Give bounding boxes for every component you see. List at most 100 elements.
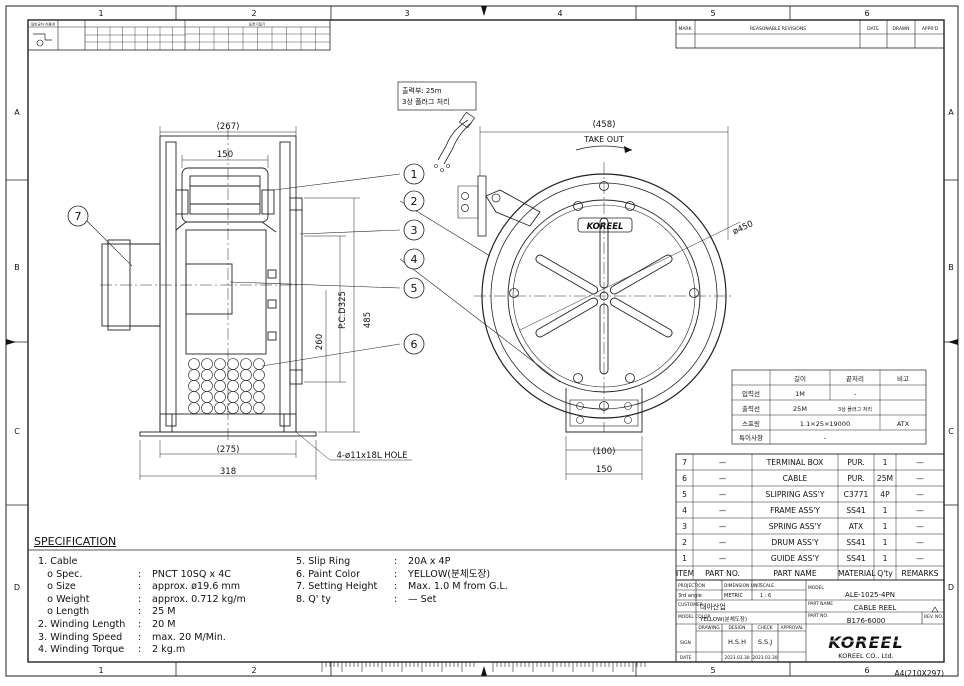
customer-label: CUSTOMER <box>678 602 703 608</box>
cable-row-input: 입력선 <box>742 389 760 398</box>
ruler-ticks <box>321 662 646 672</box>
spec-value: 20 M <box>152 619 176 630</box>
parts-cell-part_no: — <box>718 458 727 467</box>
projection-symbol-icon <box>33 33 52 41</box>
cable-turn <box>188 402 200 414</box>
parts-header-qty: Q'ty <box>877 569 893 578</box>
spec-colon: : <box>138 606 142 618</box>
rev-no-label: REV. NO. <box>924 614 943 620</box>
cable-turn <box>227 369 239 381</box>
cable-turn <box>188 358 200 370</box>
dim-318: 318 <box>220 467 236 477</box>
cable-turn <box>201 369 213 381</box>
parts-cell-part_no: — <box>718 538 727 547</box>
callout-circle <box>403 219 425 241</box>
model-color-label: MODEL COLOR <box>678 614 711 620</box>
zone-ticks <box>6 6 958 676</box>
callout-circle <box>67 205 89 227</box>
center-mark-top-icon <box>481 6 487 16</box>
spec-label: 6. Paint Color <box>296 568 361 580</box>
part-no-value: B176-6000 <box>847 617 886 625</box>
parts-cell-remarks: — <box>916 522 924 531</box>
spec-label: o Length <box>38 606 90 618</box>
note-line-2: 3상 플러그 처리 <box>402 97 450 106</box>
cable-turn <box>201 358 213 370</box>
parts-header-material: MATERIAL <box>838 569 876 578</box>
general-tolerance-label: 일반공차 허용치 <box>31 22 55 27</box>
parts-cell-part_no: — <box>718 522 727 531</box>
parts-header-part-name: PART NAME <box>773 569 817 578</box>
spec-colon: : <box>394 593 398 605</box>
spec-value: 20A x 4P <box>408 556 451 567</box>
parts-cell-name: GUIDE ASS'Y <box>770 554 820 563</box>
note-line-1: 출력부: 25m <box>402 86 442 95</box>
cable-turn <box>188 369 200 381</box>
take-out-arrow-icon <box>624 146 632 153</box>
cable-coil <box>188 358 265 414</box>
cable-table: 길이 끝처리 비고 입력선 1M - 출력선 25M 3상 플러그 처리 스프링… <box>731 369 927 445</box>
cable-input-length: 1M <box>795 390 805 398</box>
cable-header-end: 끝처리 <box>846 374 864 383</box>
cable-header-note: 비고 <box>897 374 909 383</box>
mount-bolt <box>625 201 635 211</box>
parts-cell-part_no: — <box>718 554 727 563</box>
model-label: MODEL <box>808 585 824 591</box>
company-logo-text: KOREEL <box>828 633 903 652</box>
cable-turn <box>227 402 239 414</box>
zone-row-c-right: C <box>948 427 954 436</box>
spec-label: 3. Winding Speed <box>38 631 123 643</box>
spec-colon: : <box>394 556 398 567</box>
mount-bolt <box>509 288 519 298</box>
scale-value: 1 : 6 <box>760 593 771 599</box>
projection-label: PROJECTION <box>678 583 705 589</box>
spec-value: approx. ø19.6 mm <box>152 581 241 593</box>
spec-value: YELLOW(분체도장) <box>408 568 491 580</box>
mount-bolt <box>689 288 699 298</box>
dim-hole: 4-ø11x18L HOLE <box>337 451 408 461</box>
cable-turn <box>214 402 226 414</box>
parts-cell-item: 6 <box>682 474 687 483</box>
cable-turn <box>253 369 265 381</box>
drum-dimension-labels: (458) TAKE OUT ø450 (100) 150 <box>583 120 755 475</box>
parts-cell-part_no: — <box>718 490 727 499</box>
zone-row-d: D <box>14 583 20 592</box>
dimension-unit-label: DIMENSION UNIT <box>724 583 762 589</box>
drawing-label: DRAWING <box>698 625 720 631</box>
tolerance-header: 일반공차 허용치 표면거칠기 <box>27 19 331 51</box>
check-date: 2023.03.30 <box>752 655 777 661</box>
rev-mark-header: MARK <box>678 26 692 32</box>
zone-col-1-bottom: 1 <box>98 666 103 675</box>
parts-cell-qty: 1 <box>882 538 888 547</box>
spec-value: Max. 1.0 M from G.L. <box>408 581 508 593</box>
cable-spring-note: ATX <box>897 420 910 428</box>
revision-table: MARK REASONABLE REVISIONS DATE DRAWN APP… <box>675 19 945 49</box>
hub-slot <box>609 297 673 338</box>
center-mark-bottom-icon <box>481 666 487 676</box>
callout-4: 4 <box>411 253 418 266</box>
parts-cell-remarks: — <box>916 458 924 467</box>
cable-turn <box>240 402 252 414</box>
cable-turn <box>188 380 200 392</box>
title-block-labels: PROJECTION 3rd angle DIMENSION UNIT METR… <box>678 583 944 678</box>
spec-colon: : <box>138 644 142 656</box>
side-dimensions <box>139 126 412 480</box>
parts-cell-name: CABLE <box>782 474 808 483</box>
mount-bolt <box>625 373 635 383</box>
hub-slot <box>609 254 673 295</box>
spec-colon: : <box>138 631 142 643</box>
zone-row-a: A <box>14 108 20 117</box>
cable-row-output: 출력선 <box>742 404 760 413</box>
parts-list-frame <box>675 453 945 581</box>
spec-value: — Set <box>408 593 437 605</box>
callout-1: 1 <box>411 168 418 181</box>
cable-turn <box>240 391 252 403</box>
cable-output-length: 25M <box>793 405 807 413</box>
spec-label: 5. Slip Ring <box>296 556 351 567</box>
callout-circle <box>403 333 425 355</box>
cable-turn <box>227 391 239 403</box>
scale-label: SCALE <box>760 583 774 589</box>
drum-view <box>434 111 741 480</box>
spec-label: 1. Cable <box>38 556 78 567</box>
